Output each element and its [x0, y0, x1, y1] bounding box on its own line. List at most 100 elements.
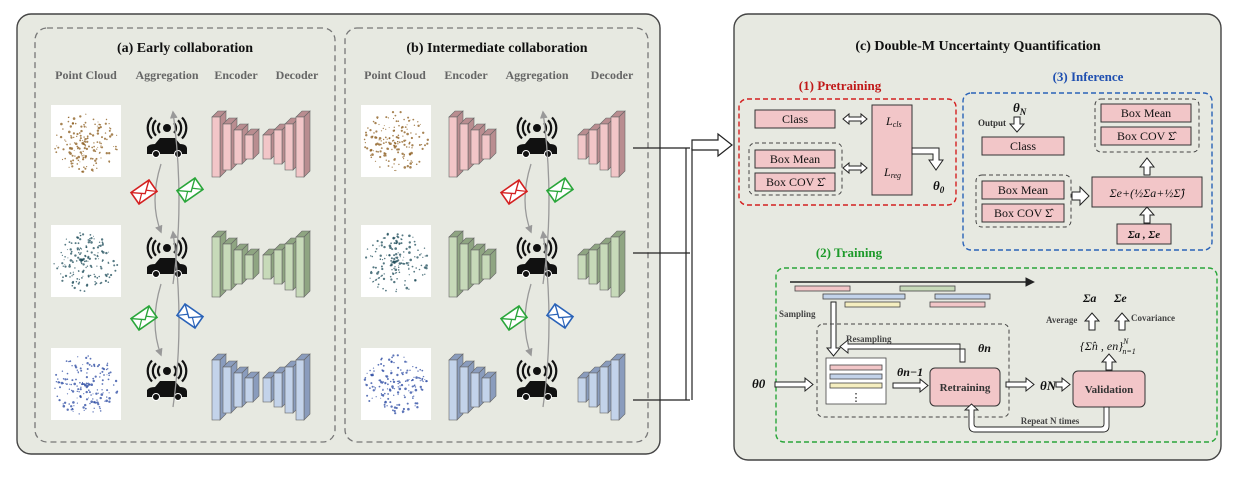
pretraining-title: (1) Pretraining — [799, 78, 882, 93]
avg-up-arrow — [1083, 312, 1101, 331]
early-panel — [34, 27, 336, 443]
inf-box-group-out — [1094, 98, 1200, 153]
theta0-arrow — [774, 376, 814, 393]
layer-block — [610, 110, 626, 178]
left-panel — [16, 13, 661, 455]
decoder-stack — [577, 110, 626, 178]
early-title: (a) Early collaboration — [117, 41, 253, 56]
inf-class-label: Class — [1010, 139, 1036, 153]
cov-up-arrow — [1113, 312, 1131, 331]
message-envelope-icon — [499, 304, 529, 332]
inf-box-cov-out — [1100, 126, 1192, 146]
early-col-decoder: Decoder — [276, 68, 319, 82]
inter-col-decoder: Decoder — [591, 68, 634, 82]
inference-title: (3) Inference — [1053, 69, 1124, 84]
inf-formula-box — [1091, 176, 1203, 208]
layer-block — [481, 371, 497, 403]
inference-box — [962, 92, 1213, 251]
inf-box-cov-out-label: Box COV Σ̂ — [1117, 129, 1177, 143]
message-envelope-icon — [499, 178, 529, 206]
point-cloud-image — [51, 225, 121, 297]
training-sigma-e: Σe — [1113, 291, 1127, 305]
layer-block — [244, 128, 260, 160]
decoder-stack — [262, 230, 311, 298]
inf-output: Output — [978, 118, 1006, 128]
sample-stack — [825, 357, 887, 405]
pre-box-mean-label: Box Mean — [770, 152, 820, 166]
layer-block — [295, 230, 311, 298]
intermediate-panel — [344, 27, 649, 443]
pre-class-box — [754, 109, 836, 129]
layer-block — [481, 248, 497, 280]
pre-box-cov-label: Box COV Σ̂ — [766, 175, 826, 189]
message-envelope-icon — [545, 176, 575, 204]
loss-box — [871, 104, 913, 196]
sample-ellipsis: ⋮ — [851, 392, 862, 404]
retraining-box — [929, 367, 1001, 407]
to-validation-arrow — [1055, 376, 1071, 393]
training-box — [775, 267, 1218, 443]
collaboration-rows — [51, 105, 626, 421]
message-envelope-icon — [175, 176, 205, 204]
sampling-down-arrow — [825, 301, 842, 357]
layer-block — [244, 371, 260, 403]
link-arrow — [524, 163, 533, 234]
message-envelope-icon — [129, 178, 159, 206]
training-sigma-a: Σa — [1082, 291, 1096, 305]
layer-block — [610, 353, 626, 421]
training-covariance: Covariance — [1131, 313, 1175, 323]
inf-box-mean-out — [1100, 103, 1192, 123]
loss-reg: Lreg — [883, 165, 901, 180]
pre-to-theta-arrow — [911, 147, 944, 171]
message-envelope-icon — [545, 302, 575, 330]
point-cloud-image — [361, 105, 431, 177]
layer-block — [295, 110, 311, 178]
right-title: (c) Double-M Uncertainty Quantification — [855, 39, 1101, 54]
point-cloud-image — [51, 348, 121, 420]
message-envelope-icon — [129, 304, 159, 332]
early-col-aggregation: Aggregation — [135, 68, 198, 82]
car-icon — [516, 359, 558, 401]
inf-formula: Σe+(½Σa+½Σ̂) — [1109, 186, 1186, 200]
inf-class-box — [981, 136, 1065, 156]
inf-down-arrow — [1008, 116, 1026, 133]
output-connector — [633, 132, 733, 401]
intermediate-title: (b) Intermediate collaboration — [406, 41, 587, 56]
decoder-stack — [262, 110, 311, 178]
point-cloud-image — [51, 105, 121, 177]
repeat-loop-arrow — [963, 403, 1110, 433]
pre-theta0: θ0 — [933, 178, 945, 195]
inter-col-aggregation: Aggregation — [505, 68, 568, 82]
inter-col-encoder: Encoder — [444, 68, 488, 82]
inf-box-group-in — [975, 174, 1072, 228]
inf-sigmas-box — [1116, 223, 1172, 245]
link-arrow — [539, 230, 550, 408]
training-resampling: Resampling — [846, 334, 892, 344]
training-sampling: Sampling — [779, 309, 816, 319]
encoder-stack — [211, 353, 260, 421]
training-repeat: Repeat N times — [1021, 416, 1080, 426]
encoder-stack — [211, 230, 260, 298]
layer-block — [481, 128, 497, 160]
layer-block — [610, 230, 626, 298]
encoder-stack — [448, 230, 497, 298]
link-arrow — [154, 163, 163, 234]
layer-block — [244, 248, 260, 280]
training-theta0: θ0 — [752, 376, 766, 391]
inf-box-cov-in — [981, 203, 1065, 223]
link-arrow — [169, 230, 180, 408]
training-theta-N: θN — [1040, 378, 1057, 393]
inf-up-arrow-top — [1138, 157, 1156, 176]
inf-theta-N: θN — [1013, 100, 1027, 117]
car-icon — [146, 359, 188, 401]
decoder-stack — [577, 230, 626, 298]
inf-sigmas: Σa , Σe — [1127, 229, 1160, 241]
training-title: (2) Training — [816, 245, 883, 260]
to-retrain-arrow — [892, 377, 929, 394]
inf-up-arrow-bottom — [1138, 206, 1156, 224]
pre-double-arrows — [842, 112, 868, 175]
inf-box-mean-in — [981, 180, 1065, 200]
encoder-stack — [448, 353, 497, 421]
